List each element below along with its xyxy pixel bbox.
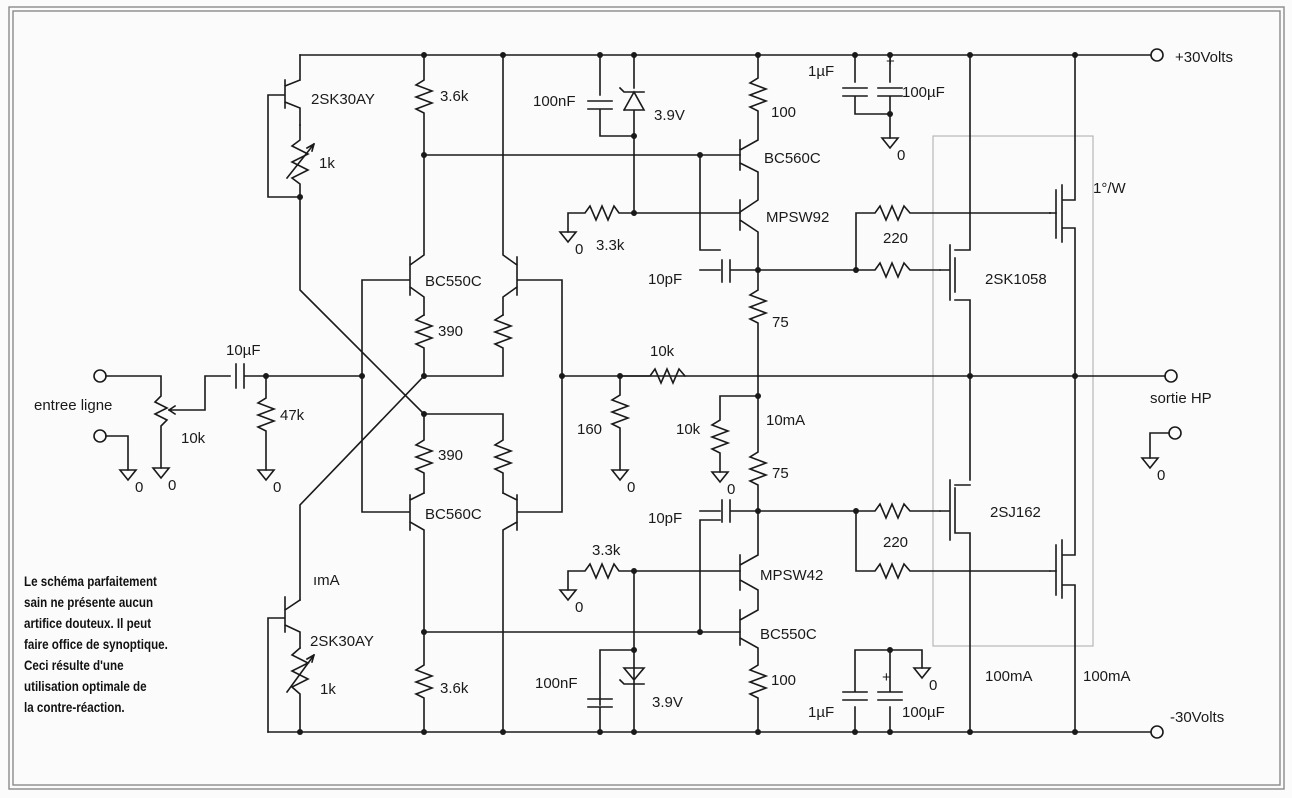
r-47k-label: 47k	[280, 407, 305, 424]
ground-symbol	[710, 471, 730, 484]
ground-symbol	[610, 469, 630, 482]
r-390-bottom-label: 390	[438, 447, 463, 464]
caption-text: Le schéma parfaitement sain ne présente …	[24, 571, 205, 718]
jfet-top-label: 2SK30AY	[311, 91, 375, 108]
caption-line: Ceci résulte d'une	[24, 658, 124, 673]
pot-top-label: 1k	[319, 155, 335, 172]
r-75-bottom-label: 75	[772, 465, 789, 482]
positive-rail-label: +30Volts	[1175, 49, 1233, 66]
r-220-bottom-label: 220	[883, 534, 908, 551]
ground-label: 0	[897, 147, 905, 164]
pot-in-label: 10k	[181, 430, 206, 447]
positive-rail-terminal	[1150, 48, 1164, 62]
ground-label: 0	[627, 479, 635, 496]
inner-frame	[12, 10, 1281, 786]
caption-line: sain ne présente aucun	[24, 595, 154, 610]
r-3-6k-bottom-label: 3.6k	[440, 680, 469, 697]
ground-symbol	[151, 467, 171, 480]
r-75-top-label: 75	[772, 314, 789, 331]
r-100-top-label: 100	[771, 104, 796, 121]
ground-symbol	[880, 137, 900, 150]
pot-bottom-label: 1k	[320, 681, 336, 698]
ground-label: 0	[727, 481, 735, 498]
zener-top-label: 3.9V	[654, 107, 685, 124]
c-100uf-bottom-label: 100µF	[902, 704, 945, 721]
plus-bottom-label: +	[882, 669, 891, 686]
ground-symbol	[1140, 457, 1160, 470]
r-220-top-label: 220	[883, 230, 908, 247]
heatsink-box	[932, 135, 1094, 647]
ground-label: 0	[575, 599, 583, 616]
caption-line: utilisation optimale de	[24, 679, 147, 694]
jfet-bottom-label: 2SK30AY	[310, 633, 374, 650]
ground-label: 0	[135, 479, 143, 496]
mpsw92-label: MPSW92	[766, 209, 829, 226]
ground-symbol	[912, 667, 932, 680]
c-100nf-bottom-label: 100nF	[535, 675, 578, 692]
r-10k-bias-label: 10k	[676, 421, 701, 438]
i-10ma-label: 10mA	[766, 412, 805, 429]
i-100ma-right-label: 100mA	[1083, 668, 1131, 685]
caption-line: la contre-réaction.	[24, 700, 125, 715]
r-100-bottom-label: 100	[771, 672, 796, 689]
ground-label: 0	[575, 241, 583, 258]
ground-label: 0	[929, 677, 937, 694]
plus-top-label: +	[886, 53, 895, 70]
negative-rail-label: -30Volts	[1170, 709, 1224, 726]
bc560c-top-label: BC560C	[764, 150, 821, 167]
bc550c-bottom-label: BC550C	[760, 626, 817, 643]
zener-bottom-label: 3.9V	[652, 694, 683, 711]
r-3-3k-bottom-label: 3.3k	[592, 542, 621, 559]
c-100nf-top-label: 100nF	[533, 93, 576, 110]
i-1ma-label: ımA	[313, 572, 340, 589]
bc560c-diff-label: BC560C	[425, 506, 482, 523]
c-10pf-top-label: 10pF	[648, 271, 682, 288]
r-390-top-label: 390	[438, 323, 463, 340]
caption-line: artifice douteux. Il peut	[24, 616, 152, 631]
r-3-6k-top-label: 3.6k	[440, 88, 469, 105]
heatsink-label: 1°/W	[1093, 180, 1127, 197]
negative-rail-terminal	[1150, 725, 1164, 739]
c-1uf-bottom-label: 1µF	[808, 704, 834, 721]
ground-symbol	[558, 231, 578, 244]
c-in-label: 10µF	[226, 342, 261, 359]
bc550c-diff-label: BC550C	[425, 273, 482, 290]
c-1uf-top-label: 1µF	[808, 63, 834, 80]
c-10pf-bottom-label: 10pF	[648, 510, 682, 527]
ground-label: 0	[168, 477, 176, 494]
input-label: entree ligne	[34, 397, 112, 414]
r-3-3k-top-label: 3.3k	[596, 237, 625, 254]
ground-symbol	[558, 589, 578, 602]
outer-frame	[8, 6, 1285, 790]
mosfet-n-label: 2SK1058	[985, 271, 1047, 288]
c-100uf-top-label: 100µF	[902, 84, 945, 101]
ground-symbol	[118, 469, 138, 482]
ground-label: 0	[273, 479, 281, 496]
caption-line: faire office de synoptique.	[24, 637, 168, 652]
mpsw42-label: MPSW42	[760, 567, 823, 584]
r-10k-fb-label: 10k	[650, 343, 675, 360]
r-160-label: 160	[577, 421, 602, 438]
mosfet-p-label: 2SJ162	[990, 504, 1041, 521]
ground-symbol	[256, 469, 276, 482]
ground-label: 0	[1157, 467, 1165, 484]
caption-line: Le schéma parfaitement	[24, 574, 157, 589]
i-100ma-left-label: 100mA	[985, 668, 1033, 685]
output-label: sortie HP	[1150, 390, 1212, 407]
